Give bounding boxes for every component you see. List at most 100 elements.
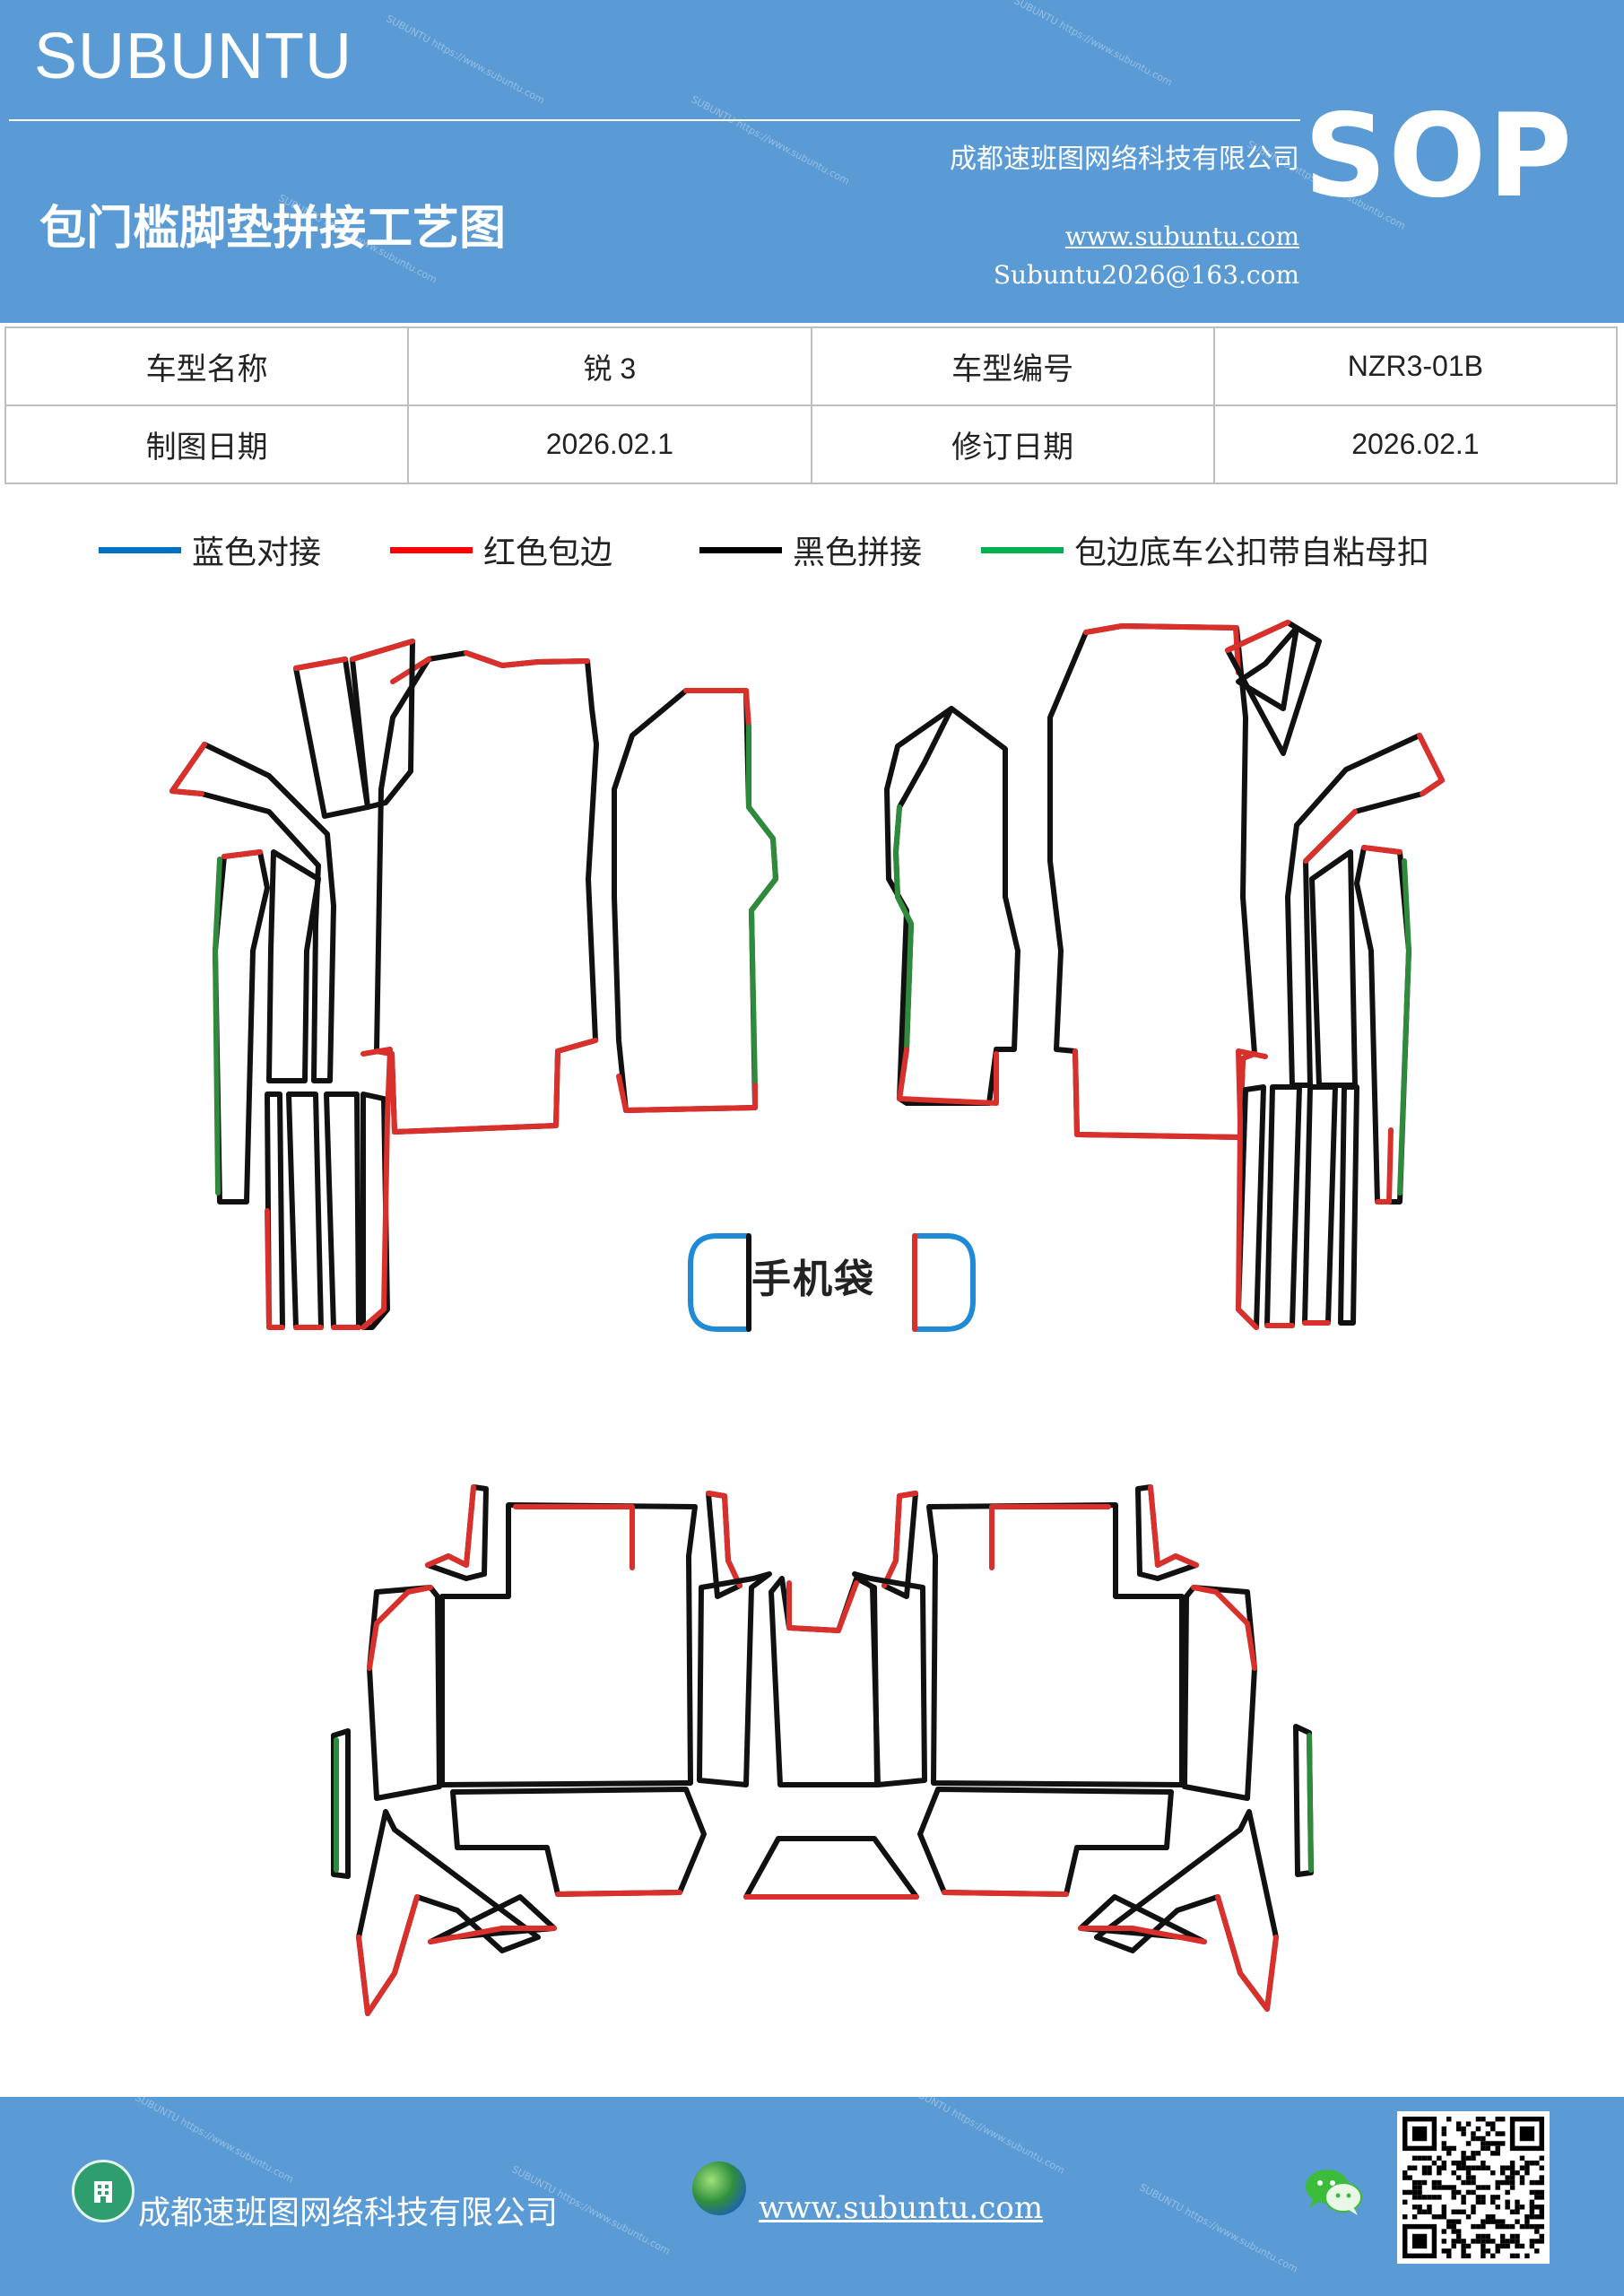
mat-piece — [1236, 625, 1299, 711]
mat-piece — [897, 706, 1020, 1106]
mat-edge — [350, 639, 415, 662]
footer-banner: SUBUNTU https://www.subuntu.com SUBUNTU … — [0, 2097, 1624, 2296]
footer-website-link[interactable]: www.subuntu.com — [759, 2190, 1044, 2226]
mat-edge — [1417, 733, 1445, 796]
mat-piece — [324, 1091, 361, 1330]
qr-code — [1397, 2111, 1550, 2264]
footer-company: 成都速班图网络科技有限公司 — [138, 2195, 559, 2231]
mat-edge — [897, 1047, 999, 1106]
mat-edge — [893, 804, 914, 1052]
value-revision-date: 2026.02.1 — [1212, 404, 1619, 484]
legend-swatch — [390, 546, 473, 553]
mat-edge — [367, 1585, 433, 1671]
mat-piece — [926, 1502, 1185, 1787]
mat-edge — [1073, 1048, 1257, 1140]
mat-piece — [1264, 1084, 1302, 1328]
legend-label: 蓝色对接 — [192, 535, 322, 571]
legend-label: 包边底车公扣带自粘母扣 — [1074, 535, 1430, 571]
mat-piece — [1309, 849, 1358, 1088]
mat-piece — [1135, 1484, 1199, 1581]
header-company: 成都速班图网络科技有限公司 — [950, 144, 1299, 175]
mat-edge — [616, 1074, 758, 1113]
mat-edge — [989, 1504, 1111, 1570]
mat-edge — [374, 1038, 598, 1135]
header-divider — [9, 119, 1300, 121]
mat-piece — [917, 1787, 1174, 1897]
mat-edge — [1215, 1894, 1279, 2012]
value-vehicle-code: NZR3-01B — [1212, 326, 1619, 406]
mat-edge — [1225, 620, 1290, 653]
mat-edge — [1078, 1926, 1207, 1944]
mat-piece — [697, 1571, 772, 1787]
watermark: SUBUNTU https://www.subuntu.com — [1137, 2181, 1300, 2275]
label-drawing-date: 制图日期 — [4, 404, 410, 484]
header-banner: SUBUNTU https://www.subuntu.com SUBUNTU … — [0, 0, 1624, 323]
mat-edge — [555, 1890, 682, 1897]
building-icon — [72, 2160, 135, 2222]
table-row: 车型名称 锐 3 车型编号 NZR3-01B — [4, 326, 1619, 406]
mat-piece — [1302, 1084, 1338, 1326]
value-vehicle-name: 锐 3 — [407, 326, 812, 406]
line-legend: 蓝色对接 红色包边 黑色拼接 包边底车公扣带自粘母扣 — [0, 523, 1624, 577]
mat-edge — [1148, 1484, 1199, 1568]
mat-edge — [464, 650, 590, 668]
mat-piece — [266, 849, 321, 1083]
mat-edge — [1361, 845, 1403, 855]
mat-edge — [425, 1484, 476, 1568]
mat-piece — [367, 1585, 442, 1801]
building-icon-glyph — [94, 2181, 112, 2203]
mat-edge — [428, 1926, 557, 1944]
mat-piece — [1094, 1809, 1279, 2012]
mat-piece — [1293, 1724, 1314, 1877]
mat-piece — [884, 706, 954, 1101]
legend-item-blue: 蓝色对接 — [99, 523, 321, 577]
wechat-icon[interactable] — [1302, 2165, 1365, 2217]
legend-swatch — [699, 546, 782, 553]
mat-piece — [852, 1571, 927, 1787]
mat-edge — [706, 1491, 743, 1588]
mat-edge — [213, 857, 222, 1196]
header-email[interactable]: Subuntu2026@163.com — [993, 260, 1299, 290]
mat-edge — [169, 742, 207, 796]
vehicle-info-table: 车型名称 锐 3 车型编号 NZR3-01B 制图日期 2026.02.1 修订… — [4, 326, 1619, 484]
rear-mat-group — [331, 1484, 1314, 2016]
mat-edge — [293, 657, 348, 671]
legend-swatch — [99, 546, 181, 553]
mat-edge — [1191, 1585, 1257, 1671]
mat-piece — [439, 1502, 698, 1787]
mat-piece — [450, 1787, 707, 1897]
watermark: SUBUNTU https://www.subuntu.com — [904, 2097, 1067, 2177]
legend-swatch — [981, 546, 1064, 553]
mat-edge — [942, 1890, 1069, 1897]
mat-piece — [1047, 623, 1257, 1140]
mat-edge — [1303, 809, 1358, 864]
legend-label: 红色包边 — [483, 535, 613, 571]
watermark: SUBUNTU https://www.subuntu.com — [689, 93, 852, 187]
mat-piece — [1338, 1084, 1359, 1326]
pocket-right — [912, 1233, 976, 1332]
mat-edge — [356, 1894, 420, 2016]
front-left-mat-group — [169, 639, 778, 1330]
legend-item-red: 红色包边 — [390, 523, 612, 577]
mat-edge — [1397, 858, 1411, 1196]
watermark: SUBUNTU https://www.subuntu.com — [384, 13, 547, 107]
legend-label: 黑色拼接 — [793, 535, 923, 571]
table-row: 制图日期 2026.02.1 修订日期 2026.02.1 — [4, 404, 1619, 484]
mat-piece — [286, 1091, 324, 1330]
qr-code-pattern — [1403, 2117, 1544, 2258]
mat-edge — [1083, 623, 1239, 635]
mat-edge — [1375, 1127, 1394, 1205]
globe-icon — [692, 2161, 746, 2215]
mat-edge — [221, 849, 263, 859]
phone-pocket-label: 手机袋 — [751, 1257, 875, 1302]
mat-piece — [743, 1836, 919, 1900]
header-website-link[interactable]: www.subuntu.com — [1064, 222, 1299, 251]
pocket-left — [688, 1233, 751, 1332]
mat-piece — [331, 1728, 351, 1879]
mat-edge — [360, 1047, 393, 1330]
mat-piece — [213, 849, 270, 1205]
label-vehicle-code: 车型编号 — [810, 326, 1215, 406]
mat-edge — [881, 1491, 918, 1588]
mat-edge — [786, 1580, 859, 1633]
mat-edge — [746, 724, 778, 1088]
